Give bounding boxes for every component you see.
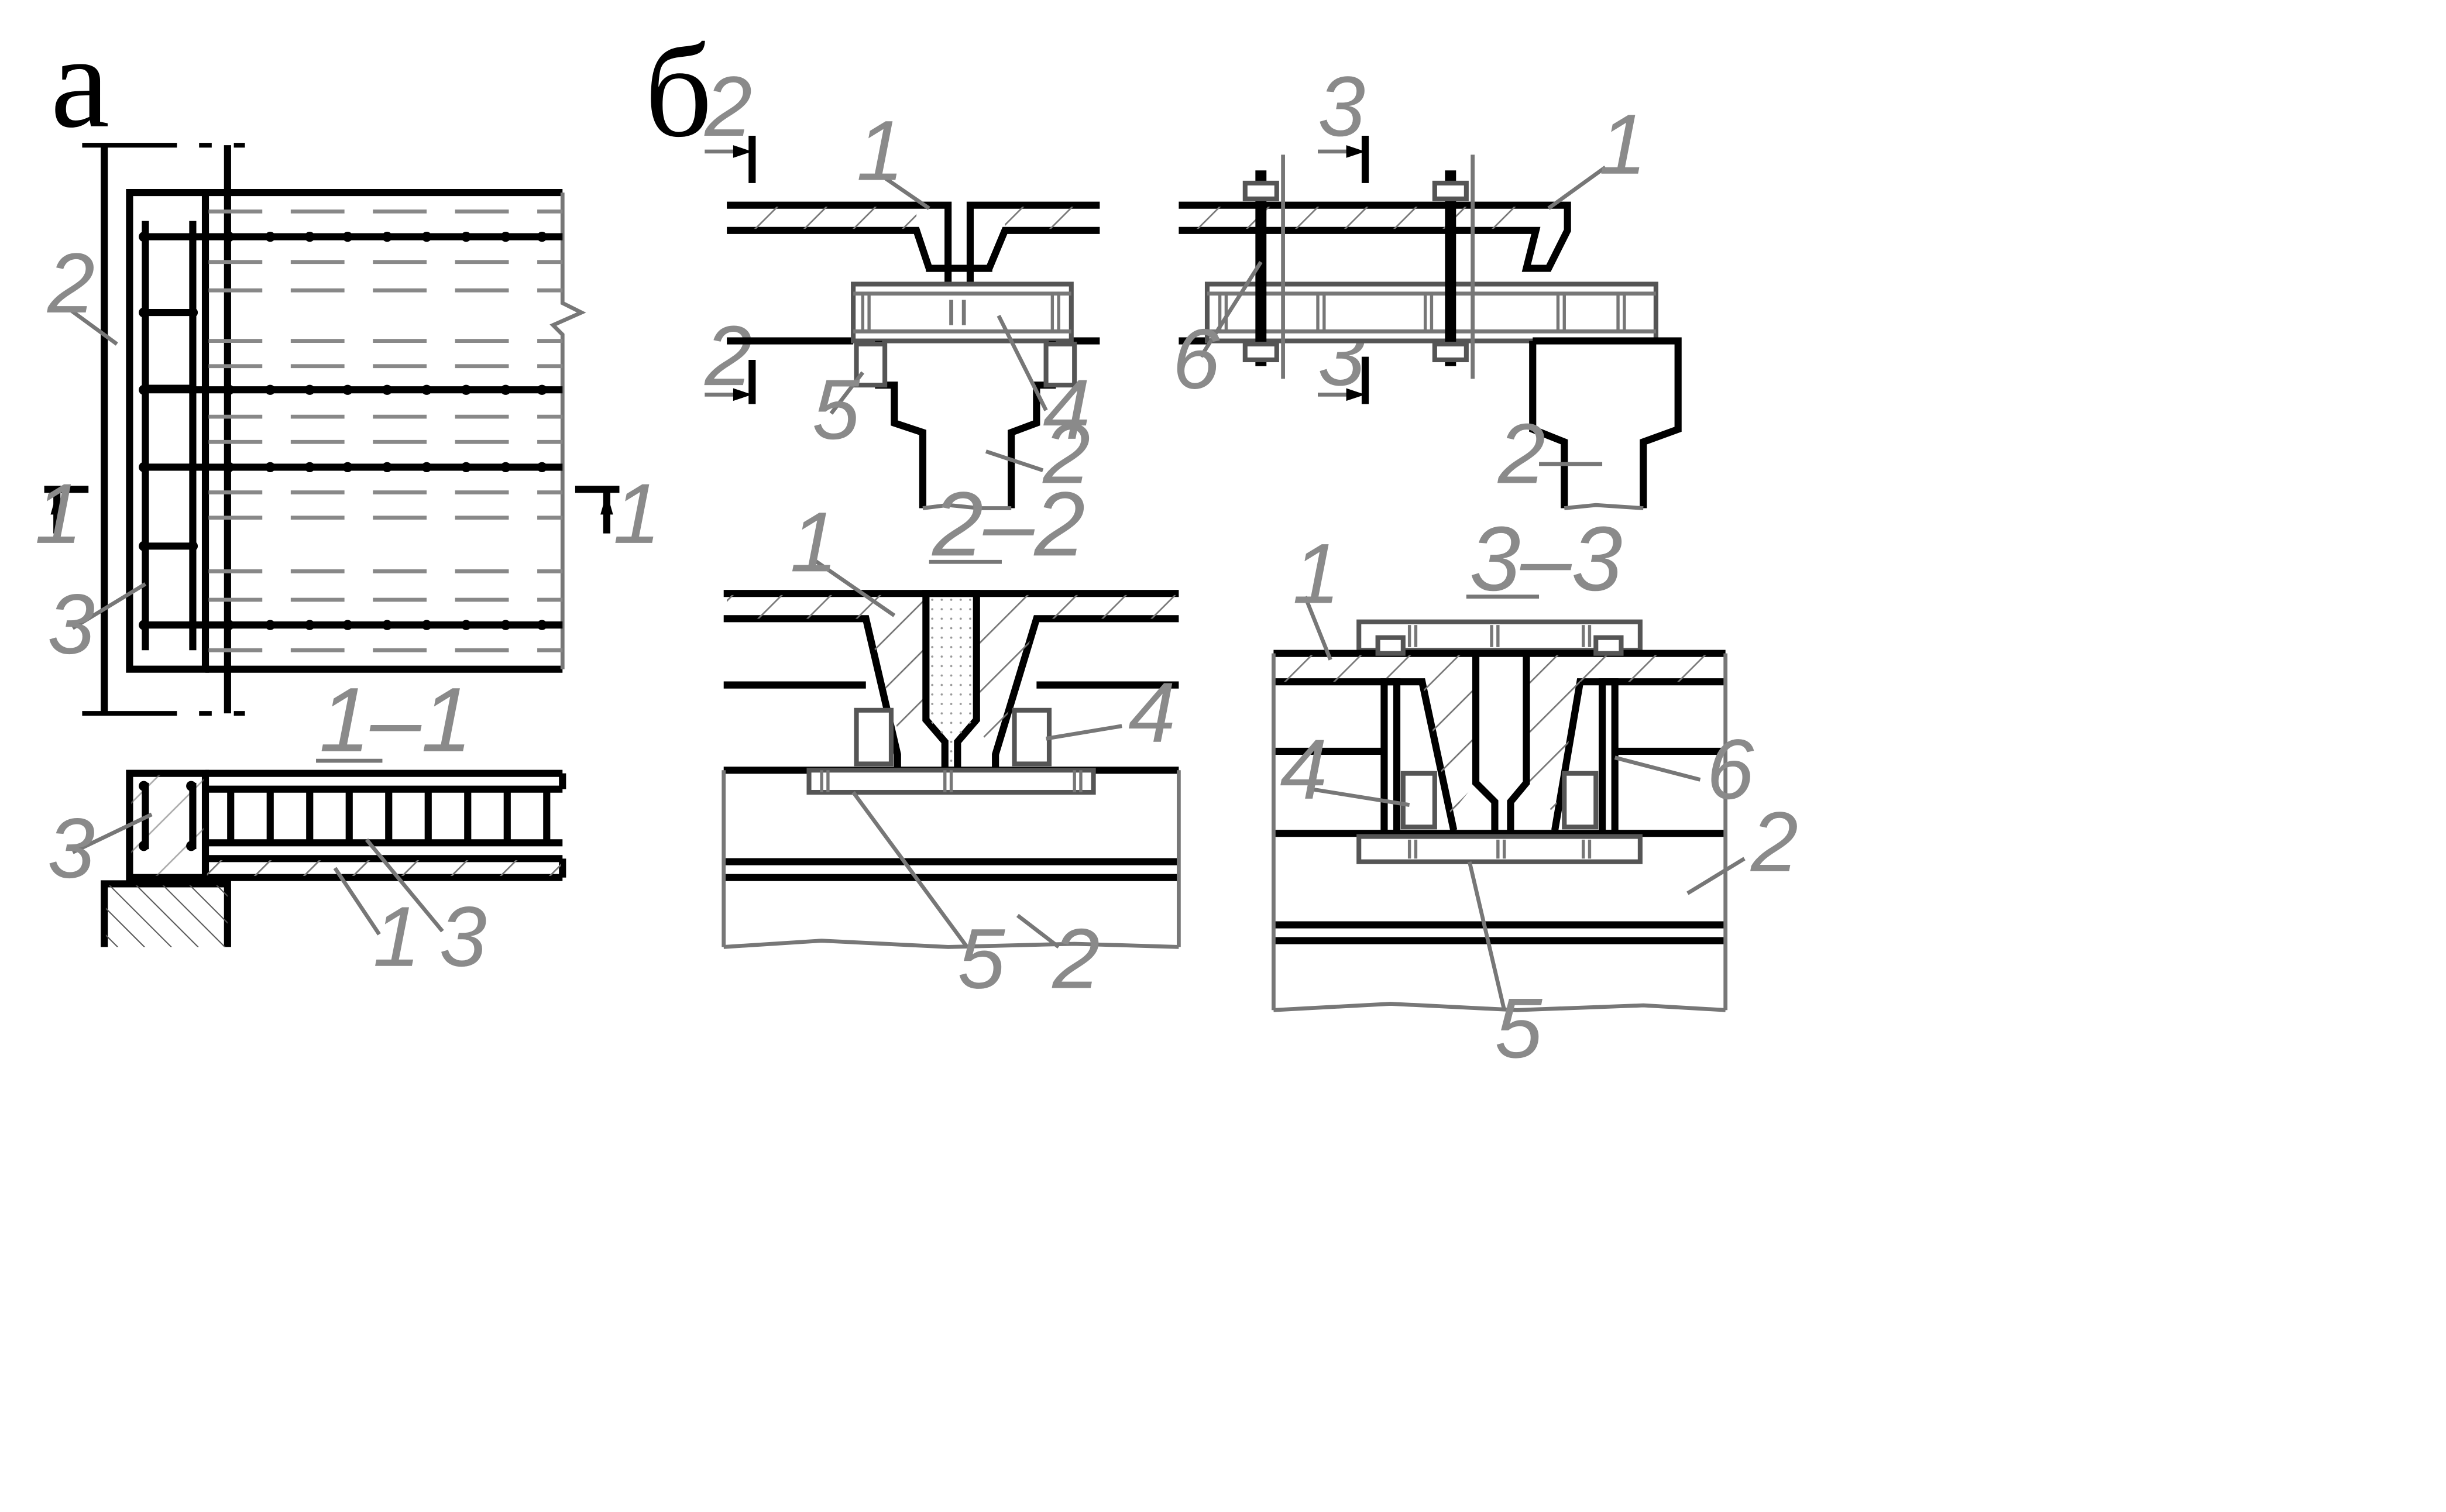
section-title-3-3: 3–3 [1469,508,1622,610]
rebar-dot [537,462,547,473]
section-1-1: 1–1 3 1 3 [47,669,566,984]
detail-bolted-joint: 3 3 [1173,59,1682,510]
rebar-dot [304,462,315,473]
rebar-dot [421,231,432,242]
callout-b-tl-2: 2 [1042,406,1090,501]
callout-b-s3-4: 4 [1280,721,1327,817]
rebar-dot [224,462,235,473]
section-title-2-2: 2–2 [932,473,1085,576]
end-rib [126,189,209,673]
rebar-dot [537,620,547,630]
rebar-dot [461,620,472,630]
section-mark-1-1: 1 1 [35,466,660,561]
rebar-dot [304,231,315,242]
section-mark-1-right: 1 [613,466,661,561]
rebar-dot [139,384,149,395]
rebar-dot [139,620,149,630]
callout-b-tr-1: 1 [1599,97,1647,192]
rebar-dot [537,384,547,395]
rebar-dot [304,384,315,395]
section-3-3: 3–3 [1272,508,1798,1075]
callout-b-s2-2: 2 [1052,911,1100,1006]
rebar-dot [187,462,198,473]
rebar-dot [382,231,393,242]
rebar-dot [421,620,432,630]
rebar-dot [342,384,353,395]
section-2-2: 2–2 [722,473,1181,1006]
rebar-dot [139,231,149,242]
panel-label-a: а [50,9,109,156]
rebar-dot [139,307,149,318]
rebar-dot [187,307,198,318]
callout-a-s1-1: 1 [373,889,420,984]
section-title-1-1: 1–1 [319,669,472,771]
callout-b-s2-5: 5 [957,911,1005,1006]
callout-b-s3-2: 2 [1750,794,1798,889]
bolt-right [1432,154,1475,379]
rebar-dot [382,384,393,395]
rebar-dot [342,231,353,242]
detail-welded-joint: 2 2 [704,59,1100,510]
rebar-dot [187,541,198,551]
callout-b-s2-4: 4 [1128,665,1176,760]
callout-b-s3-6: 6 [1706,721,1754,817]
slab-plan [145,189,586,673]
rebar-dot [265,384,276,395]
rebar-dot [224,384,235,395]
rebar-dot [187,231,198,242]
rebar-dot [265,462,276,473]
panel-label-b: б [645,18,712,165]
callout-b-s2-1: 1 [790,494,837,589]
rebar-dot [421,462,432,473]
callout-b-tr-6: 6 [1173,311,1221,407]
rebar-dot [461,462,472,473]
rebar-dot [224,620,235,630]
bolt-left [1242,154,1285,379]
rebar-dot [342,620,353,630]
section-mark-2-bottom: 2 [704,308,752,403]
rebar-dot [537,231,547,242]
callout-a-s1-3-right: 3 [439,889,487,984]
section-mark-2-top: 2 [704,59,752,154]
callout-b-tl-1: 1 [857,103,904,198]
panel-a: а [35,9,660,984]
rebar-dot [187,384,198,395]
rebar-dot [265,620,276,630]
callout-a-s1-3-left: 3 [47,800,95,896]
panel-b: б 2 2 [645,18,1798,1075]
rebar-dot [461,384,472,395]
rebar-dot [500,231,511,242]
section-mark-1-left: 1 [35,466,82,561]
rebar-dot [304,620,315,630]
rebar-dot [500,462,511,473]
rebar-dot [500,384,511,395]
rebar-dot [342,462,353,473]
rebar-dot [382,462,393,473]
rebar-dots [139,231,547,630]
callout-a-3: 3 [47,576,95,672]
rebar-dot [139,462,149,473]
callout-a-2: 2 [47,235,95,331]
callout-b-s3-5: 5 [1495,980,1543,1075]
callout-b-s3-1: 1 [1293,525,1340,621]
rebar-dot [461,231,472,242]
callout-b-tl-5: 5 [812,362,860,457]
rebar-dot [421,384,432,395]
rebar-dot [382,620,393,630]
rebar-dot [224,231,235,242]
callout-b-tl-4: 4 [1043,362,1090,457]
rebar-dot [500,620,511,630]
callouts-a-plan: 2 3 [47,235,147,672]
section-mark-3-top: 3 [1318,59,1365,154]
rebar-dot [265,231,276,242]
callout-b-tr-2: 2 [1497,406,1545,501]
rebar-dot [187,620,198,630]
rebar-dot [139,541,149,551]
